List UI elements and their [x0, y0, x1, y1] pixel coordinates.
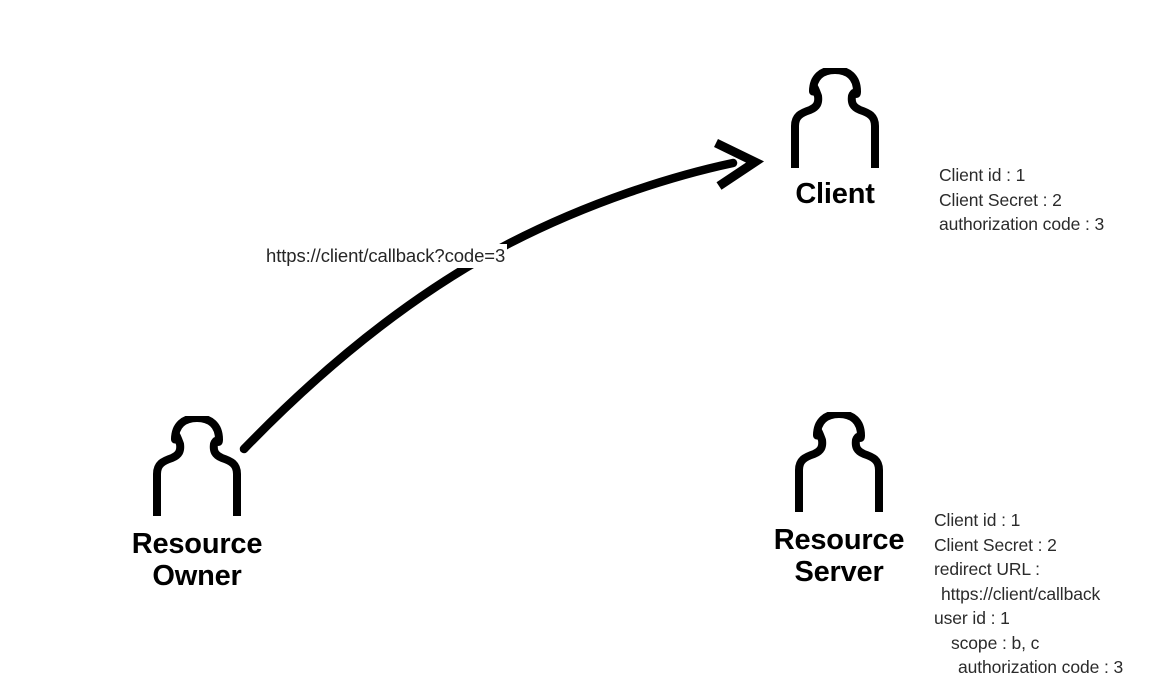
actor-client-label: Client — [795, 178, 875, 210]
person-icon — [153, 416, 241, 516]
note-client: Client id : 1 Client Secret : 2 authorizat… — [939, 163, 1104, 237]
note-line: Client Secret : 2 — [934, 534, 1057, 555]
note-line: https://client/callback — [941, 583, 1101, 604]
note-line: authorization code : 3 — [958, 657, 1124, 677]
flow-arrow-path — [239, 158, 738, 454]
note-line: scope : b, c — [951, 632, 1040, 653]
arrow-label: https://client/callback?code=3 — [264, 244, 508, 268]
note-resource-server: Client id : 1 Client Secret : 2 redirect U… — [934, 508, 1123, 680]
note-line: redirect URL : — [934, 559, 1040, 579]
actor-resource-server[interactable]: Resource Server — [749, 412, 929, 589]
note-line: Client Secret : 2 — [939, 189, 1062, 210]
actor-resource-owner-label: Resource Owner — [131, 528, 263, 593]
note-line: user id : 1 — [934, 608, 1010, 628]
actor-resource-owner[interactable]: Resource Owner — [107, 416, 287, 593]
person-icon — [795, 412, 883, 512]
person-icon — [791, 68, 879, 168]
note-line: Client id : 1 — [939, 165, 1026, 185]
note-line: authorization code : 3 — [939, 214, 1105, 234]
actor-client[interactable]: Client — [745, 68, 925, 210]
note-line: Client id : 1 — [934, 510, 1021, 530]
actor-resource-server-label: Resource Server — [773, 524, 905, 589]
